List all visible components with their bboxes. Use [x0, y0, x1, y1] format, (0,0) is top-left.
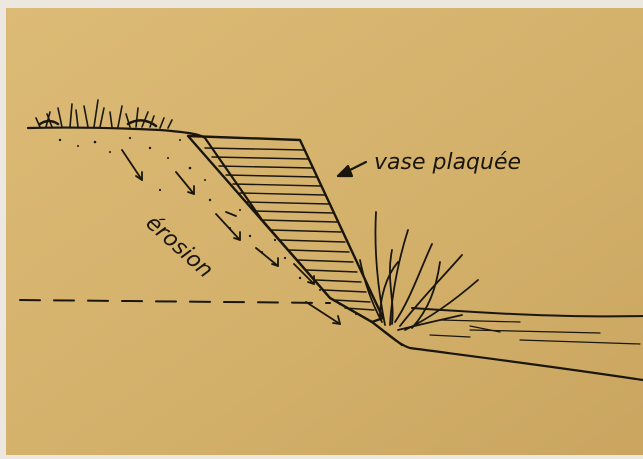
plastered-mud-label: vase plaquée [374, 152, 521, 174]
